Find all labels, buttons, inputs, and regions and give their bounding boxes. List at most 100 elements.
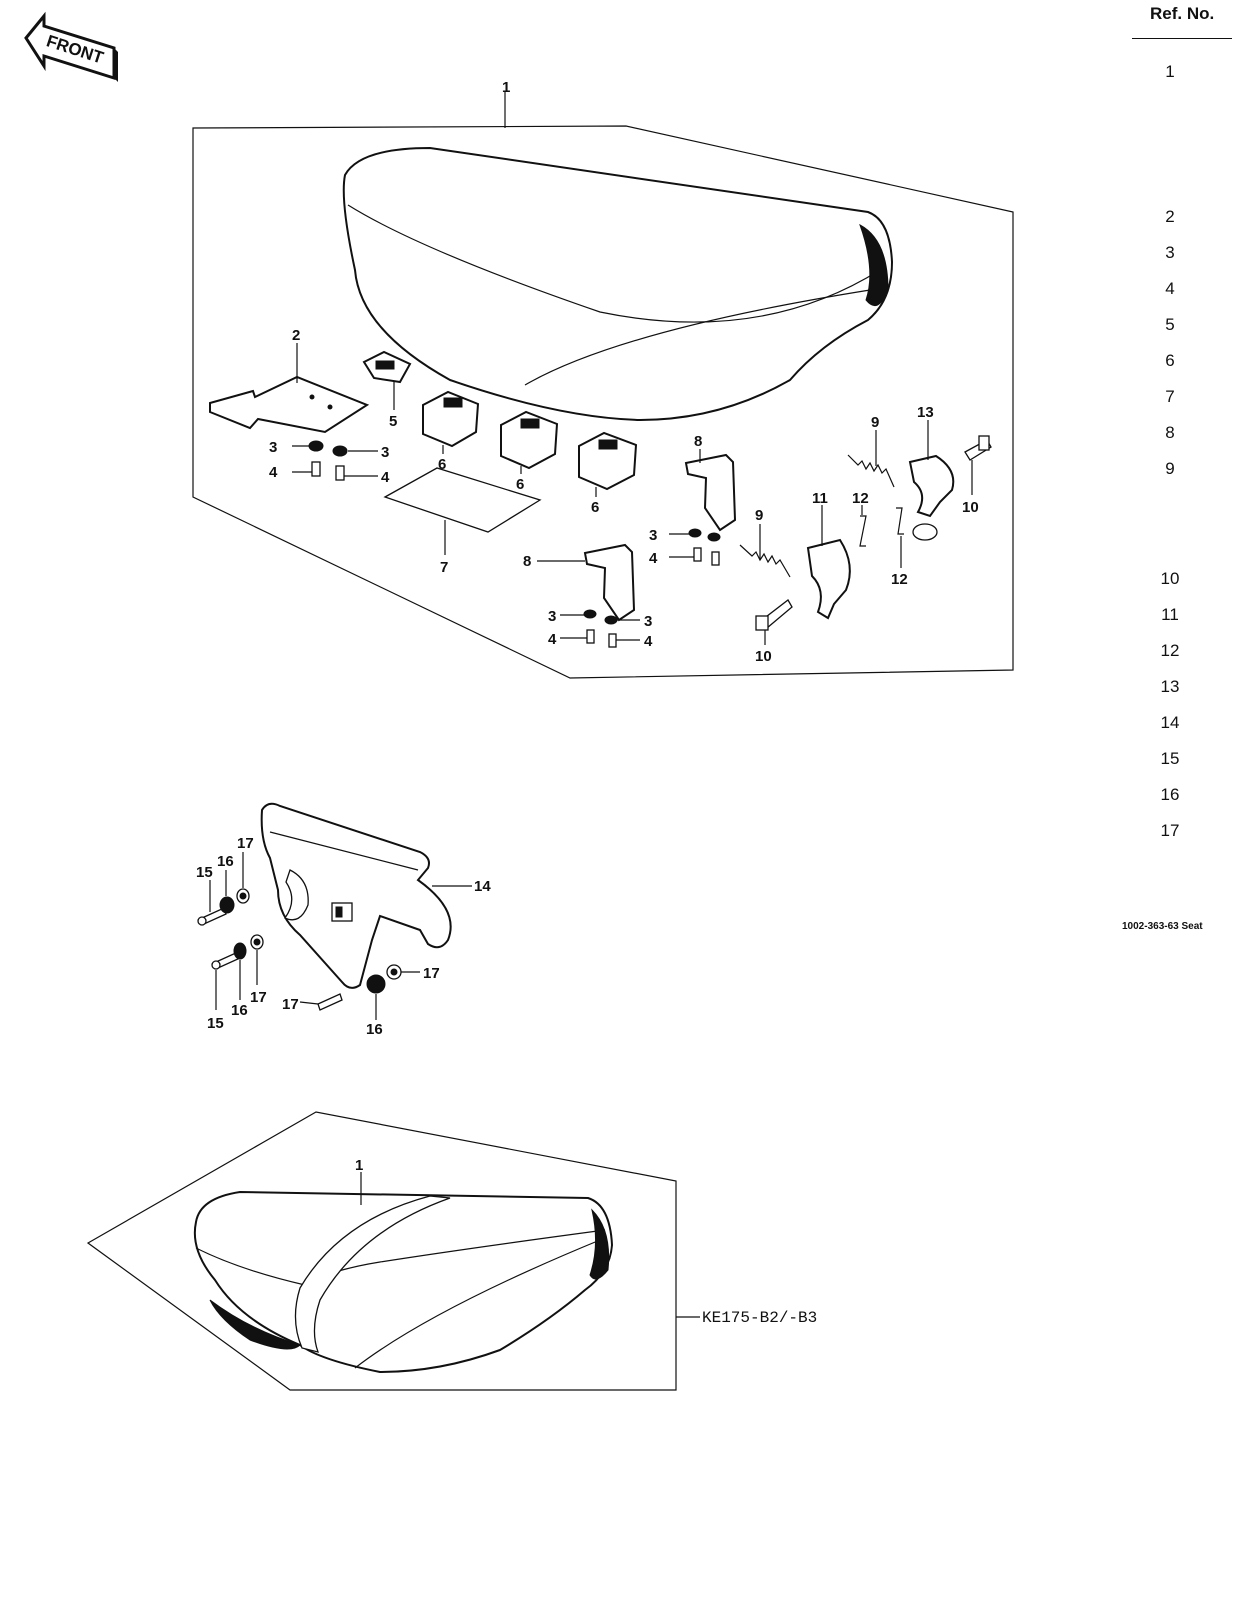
callout-17: 17 xyxy=(423,965,440,982)
callout-3: 3 xyxy=(381,444,389,461)
ref-number: 15 xyxy=(1160,749,1180,768)
ref-number: 3 xyxy=(1165,243,1175,262)
callout-14: 14 xyxy=(474,878,491,895)
callout-10: 10 xyxy=(962,499,979,516)
lower-assembly-frame xyxy=(86,1111,677,1391)
seat-damper-6 xyxy=(422,390,480,448)
callout-3: 3 xyxy=(649,527,657,544)
ref-number: 2 xyxy=(1165,207,1175,226)
callout-5: 5 xyxy=(389,413,397,430)
nut xyxy=(688,528,702,538)
callout-8: 8 xyxy=(523,553,531,570)
ref-number: 17 xyxy=(1160,821,1180,840)
callout-17: 17 xyxy=(237,835,254,852)
ref-number: 9 xyxy=(1165,459,1175,478)
callout-1: 1 xyxy=(502,79,510,96)
ref-number: 16 xyxy=(1160,785,1180,804)
bolt xyxy=(335,465,345,481)
ref-number: 14 xyxy=(1160,713,1180,732)
hinge-pin xyxy=(964,435,992,461)
callout-10: 10 xyxy=(755,648,772,665)
nut xyxy=(604,615,618,625)
ref-number: 10 xyxy=(1160,569,1180,588)
callout-9: 9 xyxy=(871,414,879,431)
seat-damper-6 xyxy=(578,431,638,491)
callout-13: 13 xyxy=(917,404,934,421)
callout-3: 3 xyxy=(269,439,277,456)
ref-number: 5 xyxy=(1165,315,1175,334)
seat-hinge-bracket xyxy=(684,453,737,532)
callout-6: 6 xyxy=(516,476,524,493)
model-label: KE175-B2/-B3 xyxy=(702,1309,817,1327)
callout-9: 9 xyxy=(755,507,763,524)
bolt xyxy=(311,461,321,477)
callout-4: 4 xyxy=(644,633,653,650)
seat-plate xyxy=(383,467,542,533)
bolt xyxy=(317,993,343,1011)
ref-number: 1 xyxy=(1165,62,1175,81)
bolt xyxy=(197,907,227,926)
return-spring xyxy=(847,454,895,488)
callout-8: 8 xyxy=(694,433,702,450)
callout-3: 3 xyxy=(644,613,652,630)
nut xyxy=(332,445,348,457)
callout-4: 4 xyxy=(269,464,278,481)
callout-16: 16 xyxy=(217,853,234,870)
bolt xyxy=(693,547,702,562)
seat-lock-plate xyxy=(908,454,955,541)
seat-damper-6 xyxy=(500,410,559,470)
nut xyxy=(386,964,402,980)
seat-bracket xyxy=(209,375,370,434)
callout-3: 3 xyxy=(548,608,556,625)
return-spring xyxy=(739,544,791,578)
ref-number: 12 xyxy=(1160,641,1180,660)
nut xyxy=(583,609,597,619)
bolt xyxy=(711,551,720,566)
callout-6: 6 xyxy=(438,456,446,473)
callout-17: 17 xyxy=(282,996,299,1013)
ref-number: 4 xyxy=(1165,279,1175,298)
cotter-pin xyxy=(896,507,904,535)
ref-number: 7 xyxy=(1165,387,1175,406)
nut xyxy=(236,888,250,904)
ref-number: 11 xyxy=(1161,605,1179,624)
callout-15: 15 xyxy=(207,1015,224,1032)
nut xyxy=(308,440,324,452)
callout-16: 16 xyxy=(366,1021,383,1038)
callout-16: 16 xyxy=(231,1002,248,1019)
callout-17: 17 xyxy=(250,989,267,1006)
callout-11: 11 xyxy=(812,490,828,507)
nut xyxy=(250,934,264,950)
cotter-pin xyxy=(859,515,867,547)
ref-number: 6 xyxy=(1165,351,1175,370)
alt-seat xyxy=(193,1190,614,1374)
callout-1: 1 xyxy=(355,1157,363,1174)
catalog-code: 1002-363-63 Seat xyxy=(1122,921,1203,932)
callout-4: 4 xyxy=(381,469,390,486)
callout-15: 15 xyxy=(196,864,213,881)
seat-base-bracket xyxy=(260,802,452,989)
washer xyxy=(219,896,235,914)
seat-hinge-bracket xyxy=(583,543,636,622)
nut xyxy=(707,532,721,542)
bolt xyxy=(586,629,595,644)
ref-number: 13 xyxy=(1160,677,1180,696)
callout-4: 4 xyxy=(649,550,658,567)
seat-latch xyxy=(806,538,851,620)
front-arrow-icon: FRONT xyxy=(24,11,118,82)
callout-12: 12 xyxy=(852,490,869,507)
seat-damper-5 xyxy=(362,350,412,384)
main-seat xyxy=(342,146,894,422)
callout-2: 2 xyxy=(292,327,300,344)
callout-4: 4 xyxy=(548,631,557,648)
hinge-pin xyxy=(755,599,793,631)
ref-number: 8 xyxy=(1165,423,1175,442)
callout-12: 12 xyxy=(891,571,908,588)
washer xyxy=(233,942,247,960)
ref-no-divider xyxy=(1132,38,1232,39)
bolt xyxy=(608,633,617,648)
washer xyxy=(366,974,386,994)
callout-6: 6 xyxy=(591,499,599,516)
upper-assembly-frame xyxy=(192,125,1014,679)
